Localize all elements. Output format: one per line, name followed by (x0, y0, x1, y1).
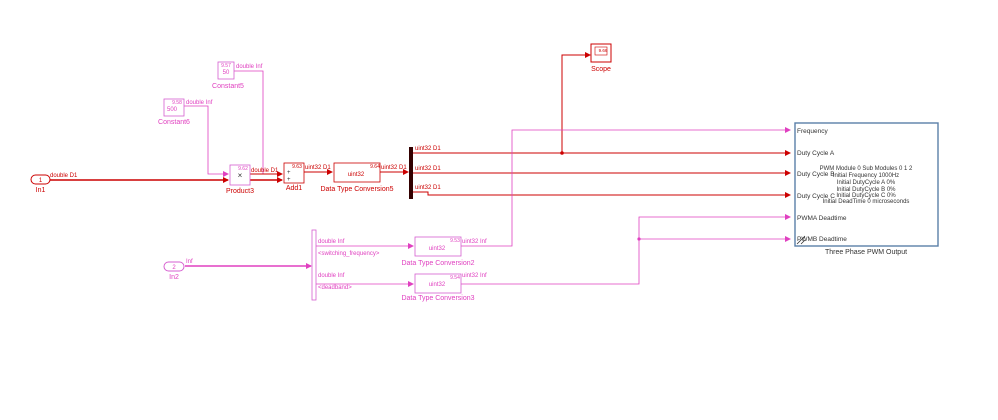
constant6-name: Constant6 (158, 119, 190, 126)
pwm-resize-icon (796, 235, 806, 245)
constant5-value: 50 (223, 70, 230, 76)
label-const5-out: double Inf (236, 64, 263, 70)
add1-plus-bottom: + (287, 177, 291, 183)
label-in2-out: Inf (186, 259, 193, 265)
add1-block[interactable]: 9.63 + + Add1 (283, 162, 305, 192)
wire-dtc3-deadtime[interactable] (461, 214, 791, 285)
label-demux-a: uint32 D1 (415, 146, 441, 152)
pwm-port-duty-a: Duty Cycle A (797, 150, 835, 157)
dtc5-rate: 9.64 (370, 164, 380, 170)
constant5-block[interactable]: 9.57 50 Constant5 (212, 61, 244, 90)
inport-in1[interactable]: 1 In1 (30, 174, 51, 194)
pwm-port-pwmb-deadtime: PWMB Deadtime (797, 236, 847, 243)
dtc3-name: Data Type Conversion3 (401, 295, 474, 302)
pwm-info-line-1: PWM Module 0 Sub Modules 0 1 2 (820, 166, 913, 172)
constant6-value: 500 (167, 107, 178, 113)
label-bus-sel-1: double Inf (318, 239, 345, 245)
product3-symbol: × (238, 171, 243, 180)
pwm-output-block[interactable]: Frequency Duty Cycle A Duty Cycle B Duty… (794, 122, 939, 256)
dtc2-value: uint32 (429, 246, 446, 252)
branch-point-scope (560, 151, 564, 155)
demux-block[interactable] (409, 147, 413, 199)
dtc3-rate: 9.54 (450, 275, 460, 281)
product3-rate: 9.62 (238, 166, 248, 172)
signal-lines (50, 52, 791, 287)
pwm-info-line-3: Initial DutyCycle A 0% (837, 180, 896, 186)
product3-block[interactable]: 9.62 × Product3 (226, 164, 254, 195)
dtc5-name: Data Type Conversion5 (320, 186, 393, 193)
label-bus-sel-2: double Inf (318, 273, 345, 279)
product3-name: Product3 (226, 188, 254, 195)
label-bus-sel-1-name: <switching_frequency> (318, 251, 380, 257)
constant5-name: Constant5 (212, 83, 244, 90)
pwm-info-line-4: Initial DutyCycle B 0% (836, 187, 896, 193)
scope-name: Scope (591, 66, 611, 73)
inport-in2-name: In2 (169, 274, 179, 281)
pwm-info-line-6: Initial DeadTime 0 microseconds (823, 199, 910, 205)
dtc2-name: Data Type Conversion2 (401, 260, 474, 267)
pwm-port-pwma-deadtime: PWMA Deadtime (797, 215, 847, 222)
scope-screen-icon (594, 46, 608, 56)
dtc2-block[interactable]: 9.53 uint32 Data Type Conversion2 (401, 236, 475, 267)
inport-in1-number: 1 (39, 178, 43, 184)
branch-point-deadtime (637, 237, 641, 241)
scope-block[interactable]: 9.66 Scope (590, 43, 612, 73)
label-add-out: uint32 D1 (305, 165, 331, 171)
label-in1-out: double D1 (50, 173, 78, 179)
pwm-block-name: Three Phase PWM Output (825, 249, 907, 256)
add1-rate: 9.63 (292, 164, 302, 170)
wire-dtc2-frequency[interactable] (461, 127, 791, 247)
constant6-rate: 9.58 (172, 100, 182, 106)
label-dtc5-out: uint32 D1 (381, 165, 407, 171)
dtc3-value: uint32 (429, 282, 446, 288)
add1-name: Add1 (286, 185, 302, 192)
dtc5-block[interactable]: 9.64 uint32 Data Type Conversion5 (320, 162, 394, 193)
label-bus-sel-2-name: <deadband> (318, 285, 352, 291)
wire-demux-duty-c[interactable] (413, 191, 791, 198)
inport-in2-number: 2 (172, 265, 176, 271)
constant6-block[interactable]: 9.58 500 Constant6 (158, 98, 190, 126)
bus-selector-block[interactable] (311, 229, 317, 301)
inport-in2[interactable]: 2 In2 (163, 261, 185, 281)
add1-plus-top: + (287, 170, 291, 176)
inport-in1-name: In1 (36, 187, 46, 194)
label-product-out: double D1 (251, 168, 279, 174)
wire-branch-scope[interactable] (561, 52, 591, 153)
label-dtc2-out: uint32 Inf (462, 239, 487, 245)
signal-labels: double D1 double Inf double Inf double D… (50, 64, 487, 291)
constant5-rate: 9.57 (221, 63, 231, 69)
scope-rate: 9.66 (599, 48, 608, 53)
pwm-port-duty-b: Duty Cycle B (797, 171, 835, 178)
dtc3-block[interactable]: 9.54 uint32 Data Type Conversion3 (401, 273, 475, 302)
pwm-info-line-2: Initial Frequency 1000Hz (833, 173, 899, 179)
dtc5-value: uint32 (348, 172, 365, 178)
dtc2-rate: 9.53 (450, 238, 460, 244)
pwm-port-duty-c: Duty Cycle C (797, 193, 835, 200)
label-const6-out: double Inf (186, 100, 213, 106)
label-dtc3-out: uint32 Inf (462, 273, 487, 279)
pwm-port-frequency: Frequency (797, 128, 828, 135)
wire-constant6-product3[interactable] (184, 105, 229, 177)
label-demux-c: uint32 D1 (415, 185, 441, 191)
pwm-info-line-5: Initial DutyCycle C 0% (836, 193, 896, 199)
label-demux-b: uint32 D1 (415, 166, 441, 172)
